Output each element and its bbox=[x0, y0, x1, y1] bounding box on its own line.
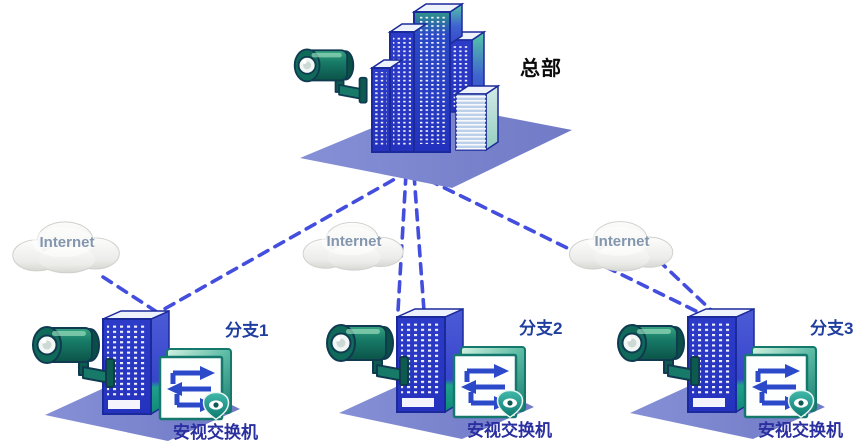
device-label: 安视交换机 bbox=[467, 421, 552, 440]
cloud-label: Internet bbox=[39, 233, 95, 251]
switch-icon bbox=[449, 346, 529, 426]
camera-icon bbox=[293, 48, 368, 104]
branch-label: 分支2 bbox=[519, 319, 563, 338]
camera-icon bbox=[615, 315, 705, 395]
link-hq-branch1 bbox=[150, 169, 411, 318]
camera-icon bbox=[30, 317, 120, 397]
branch-group-3: 分支3 安视交换机 bbox=[610, 303, 860, 443]
hq-label: 总部 bbox=[520, 58, 562, 80]
link-cloud1-branch1 bbox=[101, 275, 162, 316]
internet-cloud-3: Internet bbox=[561, 212, 683, 276]
cloud-label: Internet bbox=[594, 232, 650, 250]
device-label: 安视交换机 bbox=[173, 423, 258, 442]
branch-label: 分支1 bbox=[225, 321, 269, 340]
internet-cloud-2: Internet bbox=[293, 213, 415, 275]
branch-group-1: 分支1 安视交换机 bbox=[25, 305, 275, 445]
link-cloud3-branch3 bbox=[656, 258, 715, 314]
switch-icon bbox=[155, 348, 235, 428]
link-hq-branch2-a bbox=[396, 172, 408, 313]
cloud-label: Internet bbox=[326, 232, 382, 250]
camera-icon bbox=[324, 315, 414, 395]
hq-building-icon bbox=[293, 2, 572, 188]
device-label: 安视交换机 bbox=[758, 421, 843, 440]
internet-cloud-1: Internet bbox=[8, 212, 126, 278]
switch-icon bbox=[740, 346, 820, 426]
branch-label: 分支3 bbox=[810, 319, 854, 338]
link-hq-branch3 bbox=[410, 170, 702, 315]
link-hq-branch2-b bbox=[412, 172, 426, 313]
branch-group-2: 分支2 安视交换机 bbox=[319, 303, 569, 443]
